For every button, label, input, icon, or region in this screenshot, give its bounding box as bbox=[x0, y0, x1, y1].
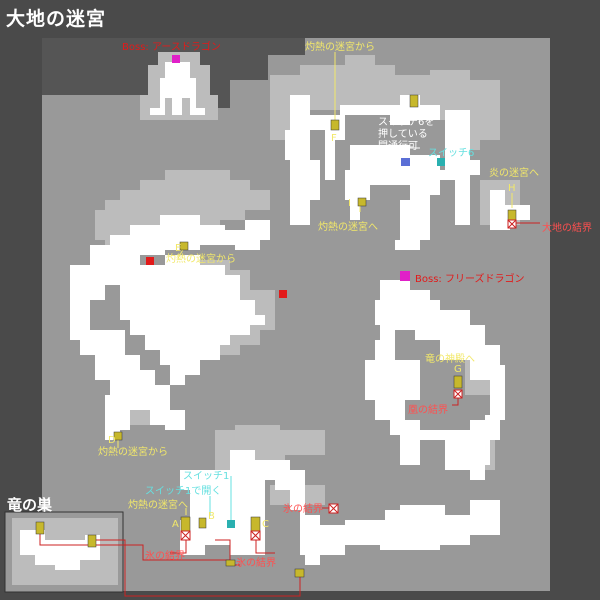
blue-door-marker bbox=[401, 158, 410, 166]
barrier-phoenix-marker[interactable] bbox=[453, 389, 463, 399]
door-nest-1[interactable] bbox=[35, 521, 45, 535]
map-title: 大地の迷宮 bbox=[6, 8, 107, 30]
door-g[interactable] bbox=[453, 375, 463, 389]
doors bbox=[35, 94, 517, 578]
door-bottom-1[interactable] bbox=[225, 559, 236, 567]
switch6-marker[interactable] bbox=[437, 158, 445, 166]
door-i[interactable] bbox=[357, 197, 367, 207]
ice-barrier-right-label: 氷の結界 bbox=[283, 502, 323, 515]
door-c[interactable] bbox=[250, 516, 261, 532]
to-scorching-i-label: 灼熱の迷宮へ bbox=[318, 220, 378, 233]
barrier-ice-a-marker[interactable] bbox=[180, 530, 191, 541]
door-h[interactable] bbox=[507, 209, 517, 221]
to-scorching-a-label: 灼熱の迷宮へ bbox=[128, 498, 188, 511]
door-h-label: H bbox=[508, 183, 516, 194]
door-top-marker[interactable] bbox=[409, 94, 419, 108]
switch6-note-line3: 間通行可 bbox=[378, 139, 418, 152]
door-d[interactable] bbox=[113, 431, 123, 441]
to-flame-label: 炎の迷宮へ bbox=[489, 166, 539, 179]
switch1-marker[interactable] bbox=[227, 520, 235, 528]
white-lines bbox=[404, 147, 420, 155]
barrier-ice-right-marker[interactable] bbox=[328, 503, 339, 514]
barrier-earth-marker[interactable] bbox=[507, 219, 517, 229]
barrier-markers bbox=[180, 219, 517, 541]
door-a-label: A bbox=[172, 519, 179, 530]
door-a[interactable] bbox=[180, 516, 191, 532]
ice-barrier-bottom-label: 氷の結界 bbox=[236, 556, 276, 569]
from-scorching-e-label: 灼熱の迷宮から bbox=[166, 252, 236, 265]
door-e[interactable] bbox=[179, 241, 189, 251]
door-f-label: F bbox=[331, 133, 337, 144]
switch6-note-line1: スイッチ6を bbox=[378, 116, 434, 128]
switch6-note-line2: 押している bbox=[378, 127, 428, 140]
earth-barrier-label: 大地の結界 bbox=[542, 221, 592, 234]
treasure-marker-1[interactable] bbox=[146, 257, 154, 265]
door-f[interactable] bbox=[330, 119, 340, 131]
door-b-label: B bbox=[208, 511, 215, 522]
boss-earth-dragon-label: Boss: アースドラゴン bbox=[122, 40, 221, 53]
from-scorching-top-label: 灼熱の迷宮から bbox=[305, 40, 375, 53]
door-e-label: E bbox=[175, 243, 181, 254]
phoenix-barrier-label: 凰の結界 bbox=[408, 403, 448, 416]
boss-freeze-dragon-label: Boss: フリーズドラゴン bbox=[415, 272, 524, 285]
door-i-label: I bbox=[348, 198, 351, 209]
to-dragon-shrine-label: 竜の神殿へ bbox=[425, 352, 475, 365]
treasure-marker-2[interactable] bbox=[279, 290, 287, 298]
switch1-opens-label: スイッチ1で開く bbox=[145, 485, 221, 497]
boss-freeze-dragon-marker[interactable] bbox=[400, 271, 410, 281]
cyan-lines bbox=[209, 476, 232, 520]
barrier-ice-c-marker[interactable] bbox=[250, 530, 261, 541]
floors bbox=[70, 62, 530, 565]
ice-barrier-left-label: 氷の結界 bbox=[145, 549, 185, 562]
dragon-nest-title: 竜の巣 bbox=[7, 496, 53, 514]
door-c-label: C bbox=[262, 519, 269, 530]
switch1-label: スイッチ1 bbox=[183, 470, 229, 482]
door-bottom-2[interactable] bbox=[294, 568, 305, 578]
boss-earth-dragon-marker[interactable] bbox=[172, 55, 180, 63]
switch6-label: スイッチ6 bbox=[428, 147, 474, 159]
door-g-label: G bbox=[454, 364, 462, 375]
door-b[interactable] bbox=[198, 517, 207, 529]
from-scorching-d-label: 灼熱の迷宮から bbox=[98, 445, 168, 458]
door-nest-2[interactable] bbox=[87, 534, 97, 548]
door-d-label: D bbox=[108, 435, 116, 446]
